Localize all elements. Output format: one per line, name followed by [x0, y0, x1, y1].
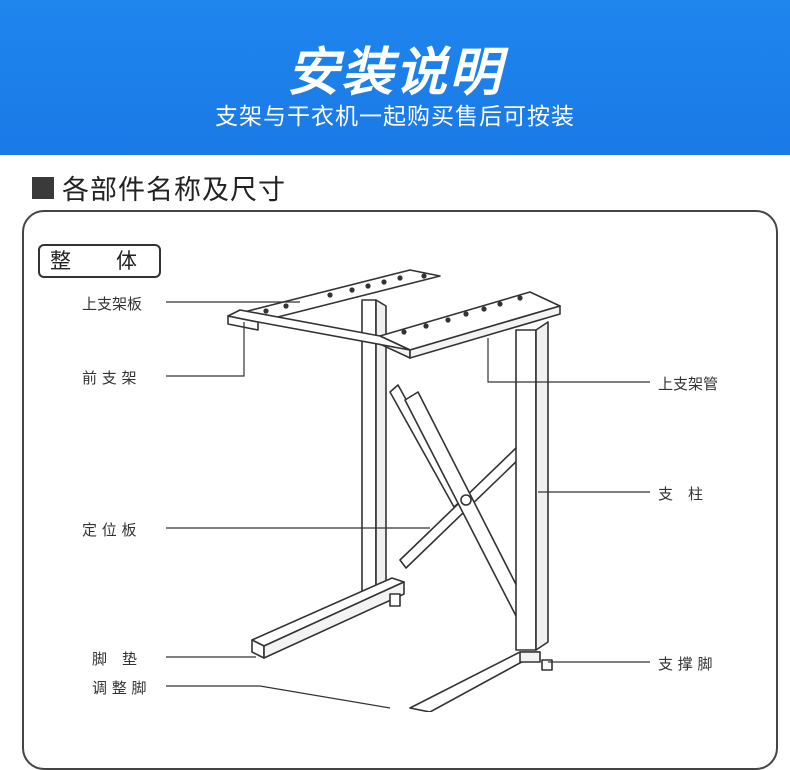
diagram-tag: 整 体 — [38, 244, 161, 278]
square-bullet-icon — [32, 176, 54, 199]
label-adjust-foot: 调 整 脚 — [92, 679, 147, 697]
leader-adjust-foot — [166, 685, 391, 709]
label-column: 支 柱 — [658, 485, 704, 503]
label-front-frame: 前 支 架 — [82, 369, 137, 387]
label-upper-tube: 上支架管 — [658, 375, 719, 393]
section-heading: 各部件名称及尺寸 — [32, 168, 286, 207]
foot-pad-right — [541, 659, 553, 671]
pivot-bolt — [460, 494, 472, 506]
foot-pad-back — [389, 593, 401, 607]
stand-diagram — [166, 269, 650, 712]
label-foot-pad: 脚 垫 — [92, 650, 138, 668]
banner-title: 安装说明 — [286, 42, 503, 103]
label-positioning-plate: 定 位 板 — [82, 521, 137, 539]
label-upper-plate: 上支架板 — [82, 295, 143, 313]
header-banner: 安装说明 支架与干衣机一起购买售后可按装 — [0, 0, 790, 155]
right-column — [515, 329, 537, 651]
leader-front-frame — [166, 322, 245, 377]
leader-upper-tube — [487, 338, 650, 383]
section-title: 各部件名称及尺寸 — [62, 175, 286, 206]
banner-subtitle: 支架与干衣机一起购买售后可按装 — [215, 104, 575, 130]
upper-plate-side — [227, 309, 411, 351]
left-base-bar — [251, 577, 405, 647]
label-support-foot: 支 撑 脚 — [658, 655, 713, 673]
